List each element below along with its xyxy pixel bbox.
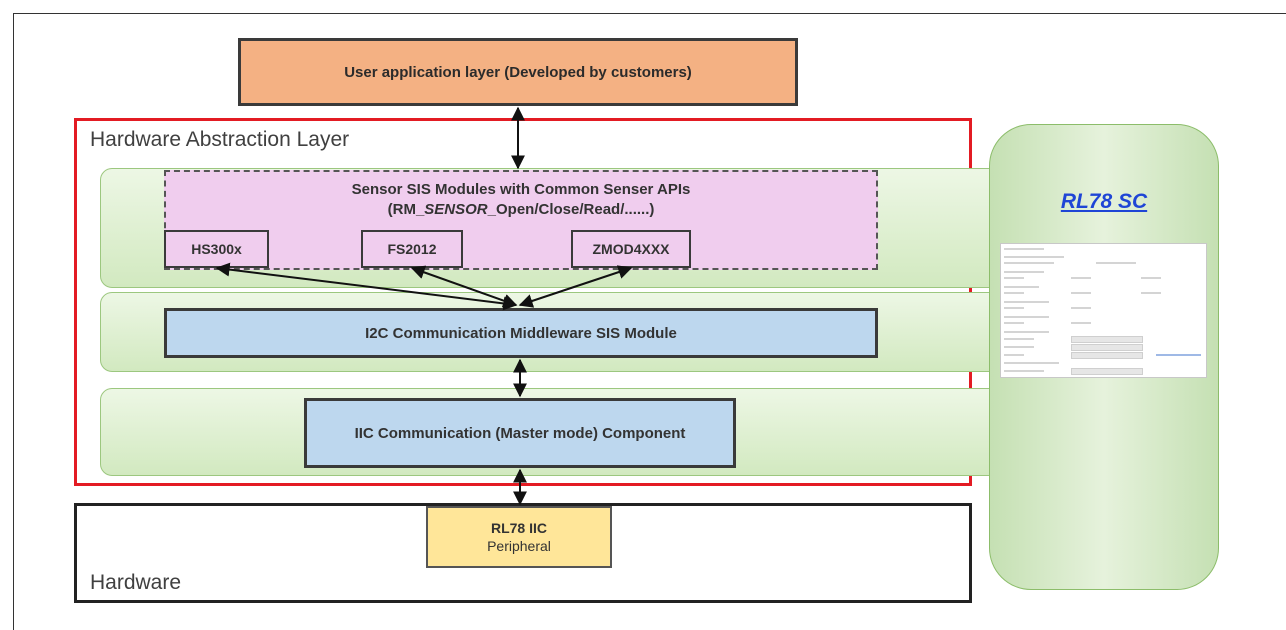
thumb-line	[1071, 307, 1091, 309]
thumb-line	[1141, 277, 1161, 279]
thumb-field	[1071, 344, 1143, 351]
sis-title-line2: (RM_SENSOR_Open/Close/Read/......)	[387, 201, 655, 218]
thumb-line	[1004, 346, 1034, 348]
user-application-layer-box: User application layer (Developed by cus…	[238, 38, 798, 106]
thumb-line	[1004, 277, 1024, 279]
thumb-line	[1004, 256, 1064, 258]
iic-component-label: IIC Communication (Master mode) Componen…	[354, 424, 686, 442]
i2c-middleware-box: I2C Communication Middleware SIS Module	[164, 308, 878, 358]
thumb-line	[1004, 262, 1054, 264]
iic-component-box: IIC Communication (Master mode) Componen…	[304, 398, 736, 468]
thumb-field	[1071, 368, 1143, 375]
thumb-line	[1096, 262, 1136, 264]
sis-title-line1: Sensor SIS Modules with Common Senser AP…	[351, 181, 691, 198]
sensor-sis-modules-box	[164, 170, 878, 270]
thumb-line	[1004, 286, 1039, 288]
arrow-hs300x-to-i2c	[215, 262, 518, 311]
sensor-fs2012-box: FS2012	[361, 230, 463, 268]
sensor-hs300x-label: HS300x	[191, 241, 242, 257]
i2c-middleware-label: I2C Communication Middleware SIS Module	[365, 324, 677, 342]
sensor-fs2012-label: FS2012	[387, 241, 437, 257]
thumb-line	[1004, 338, 1034, 340]
thumb-line	[1004, 354, 1024, 356]
thumb-line	[1071, 322, 1091, 324]
sensor-zmod4xxx-label: ZMOD4XXX	[592, 241, 670, 257]
peripheral-name: RL78 IIC	[490, 520, 547, 536]
peripheral-sub: Peripheral	[487, 538, 551, 554]
thumb-line	[1004, 316, 1049, 318]
arrow-zmod4xxx-to-i2c	[518, 265, 633, 308]
rl78-sc-link[interactable]: RL78 SC	[1060, 190, 1148, 213]
thumb-line	[1004, 271, 1044, 273]
thumb-line	[1156, 354, 1201, 356]
rl78-iic-peripheral-box: RL78 IIC Peripheral	[426, 506, 612, 568]
arrow-fs2012-to-i2c	[410, 265, 518, 308]
thumb-line	[1141, 292, 1161, 294]
thumb-line	[1071, 292, 1091, 294]
user-application-layer-label: User application layer (Developed by cus…	[344, 63, 692, 81]
thumb-line	[1004, 292, 1024, 294]
thumb-line	[1004, 248, 1044, 250]
thumb-field	[1071, 336, 1143, 343]
thumb-line	[1004, 370, 1044, 372]
config-screenshot-thumbnail	[1000, 243, 1207, 378]
thumb-line	[1004, 301, 1049, 303]
thumb-line	[1004, 331, 1049, 333]
hal-title: Hardware Abstraction Layer	[90, 128, 350, 151]
thumb-line	[1004, 307, 1024, 309]
thumb-line	[1004, 362, 1059, 364]
thumb-line	[1004, 322, 1024, 324]
diagram-frame	[13, 13, 1286, 630]
thumb-line	[1071, 277, 1091, 279]
sensor-sis-modules-title: Sensor SIS Modules with Common Senser AP…	[164, 180, 878, 220]
hardware-title: Hardware	[90, 571, 182, 594]
thumb-field	[1071, 352, 1143, 359]
